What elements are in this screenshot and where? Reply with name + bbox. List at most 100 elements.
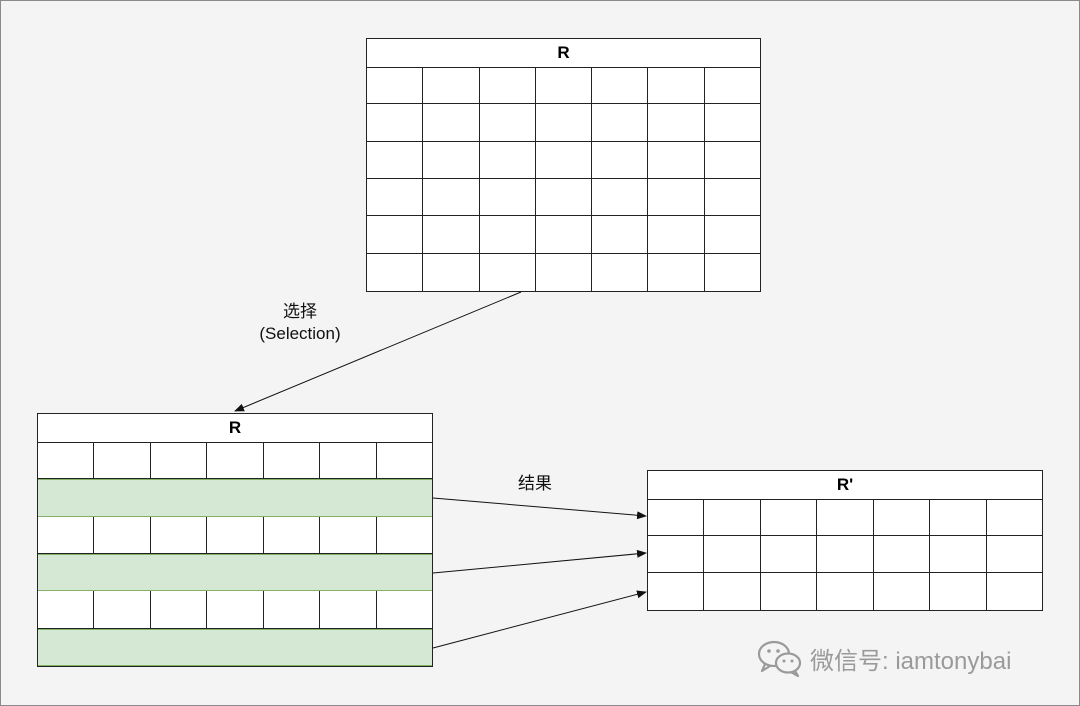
table-cell xyxy=(536,253,593,291)
table-cell xyxy=(648,573,705,610)
highlighted-row xyxy=(38,554,432,592)
table-cell xyxy=(423,104,480,141)
table-cell xyxy=(930,573,987,610)
table-cell xyxy=(367,67,424,104)
selection-table: R xyxy=(37,413,433,667)
result-table-title: R' xyxy=(648,471,1042,500)
table-cell xyxy=(648,253,705,291)
table-cell xyxy=(704,499,761,535)
table-cell xyxy=(536,141,593,178)
selection-table-title: R xyxy=(38,414,432,443)
table-cell xyxy=(367,179,424,216)
table-cell xyxy=(319,480,375,515)
table-cell xyxy=(592,179,649,216)
table-cell xyxy=(38,591,95,628)
table-row xyxy=(367,179,760,217)
table-cell xyxy=(207,516,264,553)
table-row xyxy=(648,536,1042,573)
table-cell xyxy=(705,104,760,140)
wechat-icon xyxy=(757,640,802,678)
table-cell xyxy=(367,104,424,141)
table-cell xyxy=(592,67,649,104)
table-cell xyxy=(648,141,705,178)
table-row xyxy=(367,141,760,179)
table-cell xyxy=(423,253,480,291)
table-cell xyxy=(930,499,987,535)
table-cell xyxy=(94,630,150,665)
table-cell xyxy=(207,442,264,479)
table-cell xyxy=(817,499,874,535)
table-cell xyxy=(592,104,649,141)
table-cell xyxy=(377,442,432,478)
table-cell xyxy=(987,573,1042,610)
table-cell xyxy=(367,253,424,291)
watermark: 微信号: iamtonybai xyxy=(756,638,1011,678)
table-cell xyxy=(38,442,95,479)
table-cell xyxy=(761,536,818,572)
table-cell xyxy=(648,104,705,141)
table-cell xyxy=(320,442,377,479)
table-row xyxy=(367,104,760,142)
table-cell xyxy=(94,555,150,590)
result-table: R' xyxy=(647,470,1043,611)
table-cell xyxy=(207,480,263,515)
table-cell xyxy=(38,630,94,665)
source-table-title: R xyxy=(367,39,760,68)
selection-label-en: (Selection) xyxy=(259,324,341,343)
table-cell xyxy=(94,591,151,628)
table-cell xyxy=(376,555,432,590)
source-table: R xyxy=(366,38,761,292)
table-cell xyxy=(705,67,760,103)
table-cell xyxy=(38,516,95,553)
table-cell xyxy=(480,104,536,141)
table-cell xyxy=(151,591,208,628)
table-cell xyxy=(874,536,931,572)
table-row xyxy=(648,499,1042,536)
table-row xyxy=(367,216,760,254)
table-cell xyxy=(151,442,208,479)
table-cell xyxy=(38,555,94,590)
result-label: 结果 xyxy=(518,474,552,493)
table-cell xyxy=(536,216,593,253)
table-cell xyxy=(38,480,94,515)
table-cell xyxy=(263,480,319,515)
table-row xyxy=(38,591,432,629)
table-cell xyxy=(648,67,705,104)
table-cell xyxy=(151,555,207,590)
table-cell xyxy=(423,67,480,104)
table-cell xyxy=(480,141,536,178)
table-cell xyxy=(705,216,760,252)
table-cell xyxy=(367,141,424,178)
table-cell xyxy=(264,591,321,628)
table-row xyxy=(367,253,760,291)
table-cell xyxy=(480,216,536,253)
highlighted-row xyxy=(38,479,432,517)
table-cell xyxy=(94,516,151,553)
table-cell xyxy=(320,516,377,553)
table-cell xyxy=(263,630,319,665)
table-cell xyxy=(377,591,432,627)
table-cell xyxy=(648,499,705,535)
table-cell xyxy=(761,499,818,535)
table-cell xyxy=(423,141,480,178)
table-row xyxy=(648,573,1042,610)
watermark-text: 微信号: iamtonybai xyxy=(810,647,1012,675)
table-row xyxy=(38,516,432,554)
table-cell xyxy=(376,480,432,515)
table-cell xyxy=(207,555,263,590)
table-cell xyxy=(319,555,375,590)
table-cell xyxy=(151,480,207,515)
table-cell xyxy=(263,555,319,590)
table-cell xyxy=(264,516,321,553)
table-cell xyxy=(761,573,818,610)
table-cell xyxy=(151,630,207,665)
table-cell xyxy=(367,216,424,253)
table-cell xyxy=(592,141,649,178)
highlighted-row xyxy=(38,628,432,666)
table-cell xyxy=(987,536,1042,572)
table-cell xyxy=(817,536,874,572)
table-cell xyxy=(480,67,536,104)
table-cell xyxy=(817,573,874,610)
table-cell xyxy=(377,517,432,553)
table-cell xyxy=(94,442,151,479)
